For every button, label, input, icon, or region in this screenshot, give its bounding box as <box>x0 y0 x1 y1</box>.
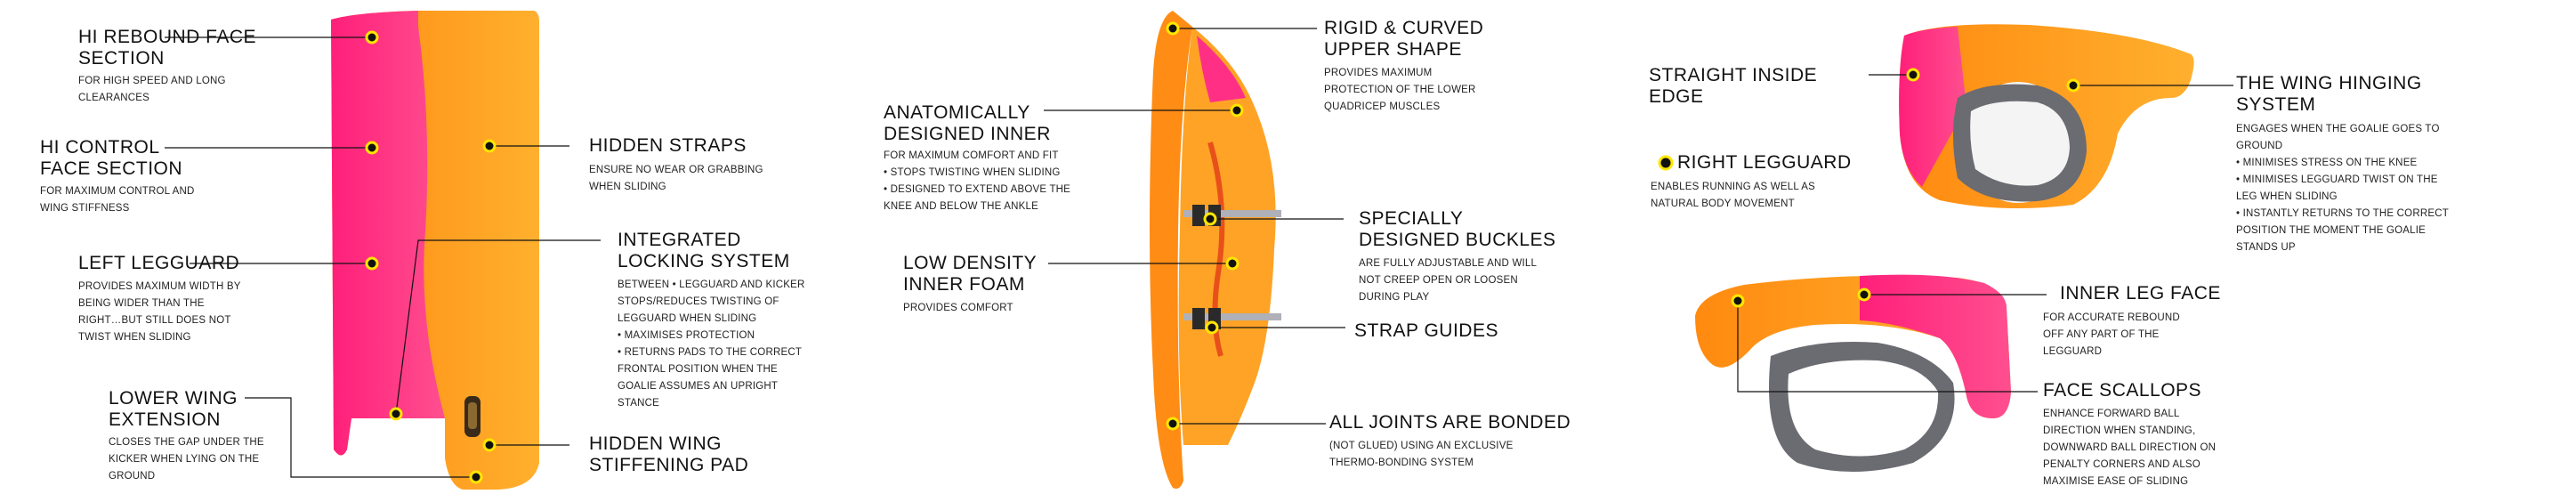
right-legguard-title: RIGHT LEGGUARD <box>1677 152 1852 173</box>
low-density-title: LOW DENSITY INNER FOAM <box>903 253 1038 295</box>
straight-inside-title: STRAIGHT INSIDE EDGE <box>1649 65 1818 107</box>
joints-desc: (NOT GLUED) USING AN EXCLUSIVE THERMO-BO… <box>1329 441 1514 468</box>
hi-rebound-desc: FOR HIGH SPEED AND LONG CLEARANCES <box>78 76 226 103</box>
right-legguard-top-image <box>1899 24 2194 209</box>
wing-hinging-title: THE WING HINGING SYSTEM <box>2236 73 2422 115</box>
hidden-straps-title: HIDDEN STRAPS <box>589 135 747 156</box>
right-legguard-bottom-image <box>1695 274 2011 472</box>
inner-leg-desc: FOR ACCURATE REBOUND OFF ANY PART OF THE… <box>2043 312 2180 357</box>
left-legguard-desc: PROVIDES MAXIMUM WIDTH BY BEING WIDER TH… <box>78 281 241 343</box>
lower-wing-title: LOWER WING EXTENSION <box>109 388 238 430</box>
face-scallops-title: FACE SCALLOPS <box>2043 380 2202 401</box>
hidden-straps-desc: ENSURE NO WEAR OR GRABBING WHEN SLIDING <box>589 165 763 192</box>
anatomically-desc: FOR MAXIMUM COMFORT AND FIT • STOPS TWIS… <box>884 150 1071 212</box>
right-legguard-desc: ENABLES RUNNING AS WELL AS NATURAL BODY … <box>1651 182 1815 209</box>
hi-rebound-title: HI REBOUND FACE SECTION <box>78 27 257 69</box>
buckles-desc: ARE FULLY ADJUSTABLE AND WILL NOT CREEP … <box>1359 258 1538 303</box>
rigid-curved-title: RIGID & CURVED UPPER SHAPE <box>1324 18 1484 60</box>
joints-title: ALL JOINTS ARE BONDED <box>1329 412 1571 433</box>
lower-wing-desc: CLOSES THE GAP UNDER THE KICKER WHEN LYI… <box>109 437 264 482</box>
hi-control-desc: FOR MAXIMUM CONTROL AND WING STIFFNESS <box>40 186 195 214</box>
left-legguard-title: LEFT LEGGUARD <box>78 253 240 273</box>
integrated-locking-desc: BETWEEN • LEGGUARD AND KICKER STOPS/REDU… <box>618 279 805 409</box>
buckles-title: SPECIALLY DESIGNED BUCKLES <box>1359 208 1556 250</box>
low-density-desc: PROVIDES COMFORT <box>903 303 1013 313</box>
hidden-wing-title: HIDDEN WING STIFFENING PAD <box>589 433 749 475</box>
wing-hinging-desc: ENGAGES WHEN THE GOALIE GOES TO GROUND •… <box>2236 124 2449 253</box>
strap-guides-title: STRAP GUIDES <box>1354 320 1498 341</box>
leader-lines <box>165 28 2233 478</box>
inner-leg-title: INNER LEG FACE <box>2060 283 2221 304</box>
left-legguard-image <box>331 11 539 490</box>
side-profile-image <box>1150 11 1281 489</box>
integrated-locking-title: INTEGRATED LOCKING SYSTEM <box>618 230 790 271</box>
anatomically-title: ANATOMICALLY DESIGNED INNER <box>884 102 1051 144</box>
hi-control-title: HI CONTROL FACE SECTION <box>40 137 183 179</box>
face-scallops-desc: ENHANCE FORWARD BALL DIRECTION WHEN STAN… <box>2043 409 2217 487</box>
rigid-curved-desc: PROVIDES MAXIMUM PROTECTION OF THE LOWER… <box>1324 68 1476 112</box>
callout-dots <box>365 21 2080 484</box>
